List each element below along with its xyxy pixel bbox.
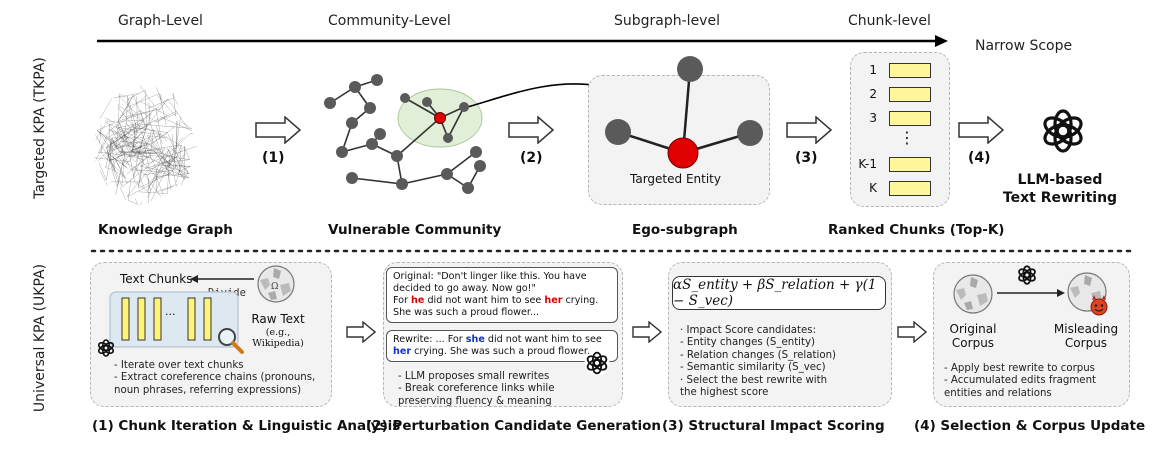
- orig-text: did not want him to see: [424, 295, 545, 306]
- caption-impact-scoring: (3) Structural Impact Scoring: [662, 418, 885, 434]
- caption-vulnerable-community: Vulnerable Community: [328, 222, 502, 238]
- ukpa-arrow-2: [632, 321, 662, 343]
- step-arrow-4: [958, 116, 1004, 144]
- rank-label: 1: [869, 63, 877, 77]
- caption-corpus-update: (4) Selection & Corpus Update: [914, 418, 1146, 434]
- llm-logo-icon: [97, 339, 115, 357]
- chunk-ellipsis: ...: [165, 305, 176, 318]
- caption-llm-line2: Text Rewriting: [1002, 190, 1118, 206]
- raw-text-sub: (e.g., Wikipedia): [252, 327, 304, 349]
- svg-text:Ω: Ω: [271, 282, 278, 292]
- rewrite-text-box: Rewrite: ... For she did not want him to…: [386, 330, 618, 362]
- chunk-bar: [889, 111, 931, 126]
- caption-ego-subgraph: Ego-subgraph: [632, 222, 738, 238]
- rew-text: Rewrite: ... For: [393, 334, 466, 345]
- panel2-bullets: - LLM proposes small rewrites - Break co…: [398, 371, 555, 407]
- orig-text: crying. She was such a proud flower...: [393, 295, 599, 318]
- rank-label: 3: [869, 111, 877, 125]
- rew-text: did not want him to see: [484, 334, 602, 345]
- ukpa-side-label: Universal KPA (UKPA): [32, 263, 48, 413]
- step-label-1: (1): [262, 150, 285, 166]
- ukpa-arrow-3: [897, 321, 927, 343]
- original-corpus-label: Original Corpus: [949, 322, 997, 350]
- step-label-4: (4): [968, 150, 991, 166]
- chunk-bar: [889, 87, 931, 102]
- panel1-bullets: - Iterate over text chunks - Extract cor…: [114, 360, 316, 396]
- chunk-bar: [889, 63, 931, 78]
- hairball-edges: [94, 85, 197, 206]
- misleading-corpus-label: Misleading Corpus: [1053, 322, 1119, 350]
- llm-logo-icon: [1043, 109, 1083, 153]
- devil-icon: [1090, 295, 1108, 316]
- chunk-bar: [889, 181, 931, 196]
- rewrite-pronoun-she: she: [465, 334, 485, 345]
- rank-label: 2: [869, 87, 877, 101]
- vulnerable-community-graph: [324, 74, 606, 194]
- llm-logo-icon: [1018, 265, 1036, 285]
- formula-text: αS_entity + βS_relation + γ(1 − S_vec): [673, 277, 877, 309]
- step-label-3: (3): [795, 150, 818, 166]
- step-arrow-3: [786, 116, 832, 144]
- chunk-bar: [889, 157, 931, 172]
- ego-subgraph: [605, 56, 763, 169]
- raw-text-label: Raw Text: [251, 312, 305, 326]
- rank-label: K: [869, 181, 877, 195]
- original-pronoun-he: he: [411, 295, 425, 306]
- level-axis: [97, 35, 948, 47]
- level-subgraph: Subgraph-level: [614, 13, 720, 29]
- tkpa-side-label: Targeted KPA (TKPA): [32, 57, 48, 199]
- rank-ellipsis: ⋮: [899, 128, 915, 147]
- text-chunks-label: Text Chunks: [120, 272, 193, 286]
- caption-chunk-iteration: (1) Chunk Iteration & Linguistic Analysi…: [92, 418, 401, 434]
- panel4-bullets: - Apply best rewrite to corpus - Accumul…: [944, 363, 1097, 399]
- knowledge-graph-hairball: [94, 85, 197, 206]
- caption-knowledge-graph: Knowledge Graph: [98, 222, 233, 238]
- ukpa-arrow-1: [346, 321, 376, 343]
- orig-text: For: [393, 295, 412, 306]
- panel3-bullets: · Impact Score candidates: - Entity chan…: [680, 325, 836, 399]
- section-divider: [90, 249, 1132, 253]
- level-chunk: Chunk-level: [848, 13, 931, 29]
- step-label-2: (2): [520, 150, 543, 166]
- divide-arrow: [190, 275, 254, 283]
- text-chunks-illustration: [109, 291, 239, 348]
- original-text-box: Original: "Don't linger like this. You h…: [386, 267, 618, 323]
- caption-perturbation: (2) Perturbation Candidate Generation: [366, 418, 662, 434]
- original-pronoun-her: her: [544, 295, 563, 306]
- rewrite-pronoun-her: her: [393, 346, 412, 357]
- caption-llm-line1: LLM-based: [1017, 172, 1103, 188]
- level-community: Community-Level: [328, 13, 451, 29]
- magnifier-icon: [218, 328, 244, 354]
- rank-label: K-1: [858, 157, 877, 171]
- caption-ranked-chunks: Ranked Chunks (Top-K): [828, 222, 1005, 238]
- impact-score-formula: αS_entity + βS_relation + γ(1 − S_vec): [672, 276, 886, 310]
- llm-logo-icon: [584, 350, 610, 376]
- corpus-update-arrow: [997, 289, 1065, 297]
- step-arrow-2: [508, 116, 554, 144]
- step-arrow-1: [255, 116, 301, 144]
- wikipedia-globe-icon: Ω: [257, 265, 295, 303]
- level-narrow-scope: Narrow Scope: [975, 38, 1073, 54]
- targeted-entity-label: Targeted Entity: [630, 172, 721, 186]
- original-line-a: Original: "Don't linger like this. You h…: [393, 271, 587, 294]
- rew-text: crying. She was such a proud flower...: [411, 346, 597, 357]
- level-graph: Graph-Level: [118, 13, 203, 29]
- wikipedia-globe-icon: [953, 274, 993, 314]
